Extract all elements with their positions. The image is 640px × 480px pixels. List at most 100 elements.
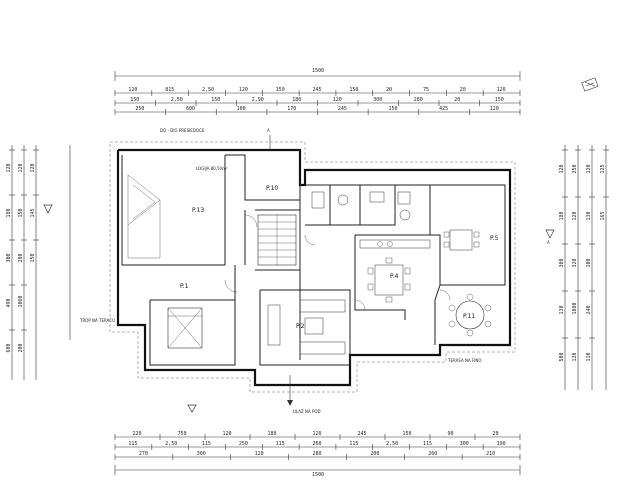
bottom-dim-3-label: 270 [139,451,148,457]
room-labels: P.13 P.10 P.1 P.2 P.4 P.5 P.11 [180,185,499,330]
top-dim-2-label: 300 [373,97,382,103]
right-dim-label: 120 [586,164,592,173]
top-dim-2-label: 280 [414,97,423,103]
living-furniture [267,299,346,355]
right-dim-label: 130 [559,305,565,314]
section-markers: A [187,128,271,413]
right-dim-label: 165 [600,211,606,220]
terrace-note: LOGIJA 80,50m² [196,166,228,171]
left-dim-label: 120 [18,163,24,172]
left-dim-label: 180 [6,208,12,217]
top-dim-1-label: 20 [460,87,466,93]
right-dim-label: 180 [559,211,565,220]
stair-left-note: TROP NA TERACU [79,318,115,323]
right-dim-label: 320 [572,258,578,267]
left-dim-label: 120 [30,163,36,172]
top-dim-2-label: 20 [454,97,460,103]
right-dim-label: 120 [559,164,565,173]
bottom-dim-1-label: 150 [403,431,412,437]
top-dim-2-label: 120 [333,97,342,103]
bottom-dim-3-label: 200 [370,451,379,457]
bottom-dim-3-label: 280 [313,451,322,457]
terrace-right-note: TERASA NA FINO [447,358,482,363]
top-dim-3-label: 100 [237,106,246,112]
entrance-arrow-icon [287,375,293,406]
right-dim-label: 240 [586,305,592,314]
bathroom-fixtures [311,191,411,221]
top-dim-1-label: 245 [313,87,322,93]
top-dim-1-label: 120 [128,87,137,93]
section-marker-right [545,229,555,239]
right-dim-label: 500 [559,352,565,361]
left-dim-label: 145 [30,208,36,217]
top-dim-3-label: 600 [186,106,195,112]
top-dim-3-label: 170 [287,106,296,112]
bottom-dim-2-label: 115 [276,441,285,447]
building-walls [109,141,516,393]
bottom-dim-3-label: 120 [255,451,264,457]
room-label-p1: P.1 [180,283,189,290]
bottom-dim-1-label: 180 [268,431,277,437]
room-label-p13: P.13 [192,207,204,214]
staircase [257,214,297,266]
top-dim-1-label: 815 [165,87,174,93]
top-dim-3-label: 150 [388,106,397,112]
room-label-p10: P.10 [266,185,278,192]
room-label-p5: P.5 [490,235,499,242]
plan-notes: DO - DIG PRESIEDOCE LOGIJA 80,50m² ULAZ … [79,128,482,414]
section-marker-left [43,204,53,214]
left-dim-label: 150 [30,253,36,262]
bottom-dim-1-label: 220 [133,431,142,437]
room-p5-table [443,229,480,251]
left-dim-label: 150 [18,208,24,217]
section-marker-right-label: A [547,240,550,245]
top-dim-1-label: 120 [497,87,506,93]
right-dim-label: 130 [586,211,592,220]
terrace-round-table [448,293,492,337]
top-dim-2-label: 150 [495,97,504,103]
bottom-dim-1-label: 245 [358,431,367,437]
room-label-p2: P.2 [296,323,305,330]
top-dim-2-label: 150 [130,97,139,103]
right-dim-labels: 1201803001305002501203201080120120130100… [559,149,609,362]
bottom-dim-2-label: 250 [239,441,248,447]
bottom-dim-1-label: 20 [493,431,499,437]
kitchen-counter [359,239,431,249]
top-overall-dim: 1500 [312,68,324,74]
top-dim-1-label: 75 [423,87,429,93]
top-dim-3-label: 250 [135,106,144,112]
bottom-overall-dim: 1500 [312,472,324,478]
top-dim-1-label: 150 [349,87,358,93]
bottom-dim-2-label: 260 [313,441,322,447]
left-dim-label: 280 [18,253,24,262]
room-label-p4: P.4 [390,273,399,280]
left-dim-label: 120 [6,163,12,172]
top-dim-2-label: 150 [211,97,220,103]
bottom-dim-1-label: 750 [178,431,187,437]
top-dimension-chains: 1500 120 815 2,50 120 150 245 150 20 75 20 120 150… [114,68,521,115]
bottom-dim-3-label: 260 [428,451,437,457]
roof-hatch [127,174,161,259]
bottom-dim-2-label: 190 [497,441,506,447]
top-dim-1-label: 150 [276,87,285,93]
entrance-note: ULAZ NA POD [293,409,321,414]
bottom-dim-1-label: 90 [448,431,454,437]
room-label-p11: P.11 [463,313,475,320]
right-dimension-chains: 1201803001305002501203201080120120130100… [545,145,609,390]
top-dim-3-label: 245 [338,106,347,112]
top-dim-1-label: 20 [386,87,392,93]
top-dim-3-label: 425 [439,106,448,112]
right-dim-label: 1080 [572,302,578,314]
top-dim-2-label: 180 [292,97,301,103]
top-dim-2-label: 2,50 [171,97,183,103]
bottom-dim-2-label: 2,50 [165,441,177,447]
top-dim-1-label: 2,50 [202,87,214,93]
right-dim-label: 300 [559,258,565,267]
